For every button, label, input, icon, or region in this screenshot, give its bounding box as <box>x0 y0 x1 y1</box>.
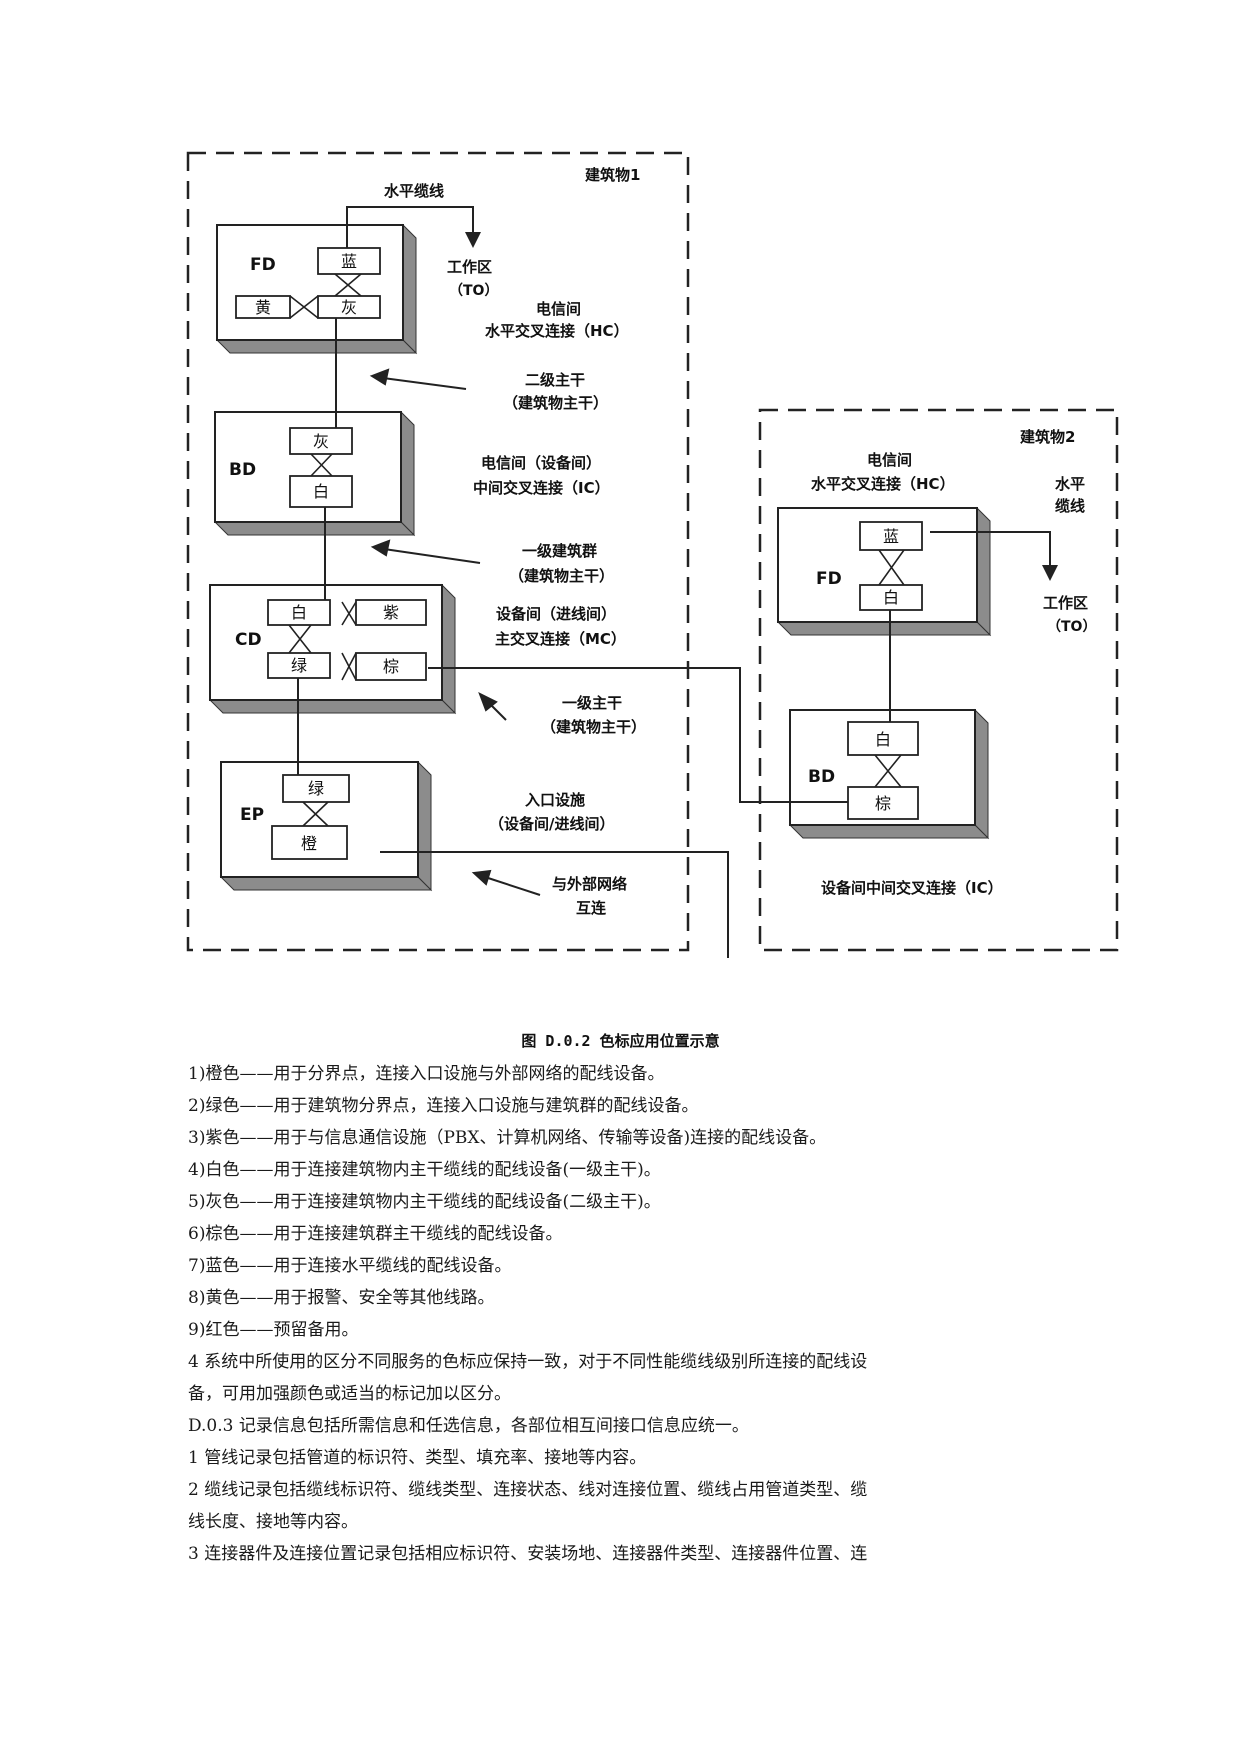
b1-hc: 水平交叉连接（HC） <box>485 322 629 340</box>
cd-green-label: 绿 <box>291 656 307 675</box>
b1-primary-backbone: 一级主干 <box>562 694 622 712</box>
ep-orange-label: 橙 <box>301 834 317 853</box>
building2-label: 建筑物2 <box>1020 428 1075 446</box>
paragraph: 8)黄色——用于报警、安全等其他线路。 <box>188 1288 495 1308</box>
b2-hc: 水平交叉连接（HC） <box>811 475 955 493</box>
b1-ic: 中间交叉连接（IC） <box>473 479 610 497</box>
b2-work-area-to: （TO） <box>1047 619 1096 635</box>
fd-code: FD <box>250 255 276 275</box>
b1-primary-backbone-sub: （建筑物主干） <box>541 718 646 736</box>
fd-box <box>215 223 418 355</box>
b1-primary-campus: 一级建筑群 <box>522 542 597 560</box>
paragraph: D.0.3 记录信息包括所需信息和任选信息，各部位相互间接口信息应统一。 <box>188 1416 749 1436</box>
connection-lines <box>297 206 1051 958</box>
b1-work-area-to: （TO） <box>449 283 498 299</box>
fd2-code: FD <box>816 569 842 589</box>
paragraph: 3)紫色——用于与信息通信设施（PBX、计算机网络、传输等设备)连接的配线设备。 <box>188 1128 827 1148</box>
fd2-blue-label: 蓝 <box>883 527 899 546</box>
bd2-code: BD <box>808 767 835 787</box>
fd2-white-label: 白 <box>883 588 899 607</box>
b1-equipment-room: 设备间（进线间） <box>496 605 616 623</box>
ep-code: EP <box>240 805 264 825</box>
bd-gray-label: 灰 <box>313 432 329 451</box>
paragraph: 4 系统中所使用的区分不同服务的色标应保持一致，对于不同性能缆线级别所连接的配线… <box>188 1352 868 1372</box>
cable-arrowheads <box>465 232 1058 581</box>
figure-caption: 图 D.0.2 色标应用位置示意 <box>521 1032 720 1050</box>
b2-cable: 缆线 <box>1055 497 1085 515</box>
fd-gray-label: 灰 <box>341 298 357 317</box>
pointer-arrows <box>369 368 541 896</box>
paragraph: 3 连接器件及连接位置记录包括相应标识符、安装场地、连接器件类型、连接器件位置、… <box>188 1544 868 1564</box>
paragraph: 备，可用加强颜色或适当的标记加以区分。 <box>188 1384 511 1404</box>
b2-ic: 设备间中间交叉连接（IC） <box>821 879 1003 897</box>
b1-work-area: 工作区 <box>447 258 492 276</box>
cd-code: CD <box>235 630 262 650</box>
cross-connect-symbols <box>288 273 905 827</box>
bd2-brown-label: 棕 <box>875 794 891 813</box>
paragraph: 2)绿色——用于建筑物分界点，连接入口设施与建筑群的配线设备。 <box>188 1096 699 1116</box>
b1-secondary-backbone-sub: （建筑物主干） <box>503 394 608 412</box>
bd2-white-label: 白 <box>875 730 891 749</box>
b1-entrance-facility-sub: （设备间/进线间） <box>489 815 614 833</box>
paragraph: 9)红色——预留备用。 <box>188 1320 359 1340</box>
label-boxes <box>235 247 923 860</box>
b2-telecom-room: 电信间 <box>867 451 912 469</box>
color-code-diagram: 建筑物1 建筑物2 <box>186 151 1119 958</box>
ep-green-label: 绿 <box>308 779 324 798</box>
paragraph: 2 缆线记录包括缆线标识符、缆线类型、连接状态、线对连接位置、缆线占用管道类型、… <box>188 1480 868 1500</box>
paragraph: 线长度、接地等内容。 <box>188 1512 358 1532</box>
building2-boundary <box>758 408 1119 952</box>
b1-horizontal-cable: 水平缆线 <box>384 182 444 200</box>
cd-brown-label: 棕 <box>383 657 399 676</box>
b1-secondary-backbone: 二级主干 <box>525 371 585 389</box>
b1-mc: 主交叉连接（MC） <box>495 630 626 648</box>
b1-entrance-facility: 入口设施 <box>525 791 585 809</box>
b1-telecom-room: 电信间 <box>536 300 581 318</box>
cd-purple-label: 紫 <box>383 603 399 622</box>
paragraph: 1 管线记录包括管道的标识符、类型、填充率、接地等内容。 <box>188 1448 647 1468</box>
bd-code: BD <box>229 460 256 480</box>
paragraph: 1)橙色——用于分界点，连接入口设施与外部网络的配线设备。 <box>188 1064 665 1084</box>
b1-primary-campus-sub: （建筑物主干） <box>509 567 614 585</box>
b2-work-area: 工作区 <box>1043 594 1088 612</box>
fd-blue-label: 蓝 <box>341 252 357 271</box>
paragraph: 6)棕色——用于连接建筑群主干缆线的配线设备。 <box>188 1224 563 1244</box>
b2-horizontal: 水平 <box>1055 475 1085 493</box>
cd-white-label: 白 <box>291 603 307 622</box>
bd-white-label: 白 <box>313 482 329 501</box>
paragraph: 5)灰色——用于连接建筑物内主干缆线的配线设备(二级主干)。 <box>188 1192 661 1212</box>
building1-label: 建筑物1 <box>585 166 640 184</box>
b1-external-network: 与外部网络 <box>552 875 627 893</box>
fd-yellow-label: 黄 <box>255 298 271 317</box>
building1-boundary <box>186 151 690 952</box>
document-body: 1)橙色——用于分界点，连接入口设施与外部网络的配线设备。 2)绿色——用于建筑… <box>188 1058 1068 1570</box>
paragraph: 4)白色——用于连接建筑物内主干缆线的配线设备(一级主干)。 <box>188 1160 661 1180</box>
b1-telecom-room-equipment: 电信间（设备间） <box>481 454 601 472</box>
b1-external-network-sub: 互连 <box>576 899 607 917</box>
paragraph: 7)蓝色——用于连接水平缆线的配线设备。 <box>188 1256 512 1276</box>
